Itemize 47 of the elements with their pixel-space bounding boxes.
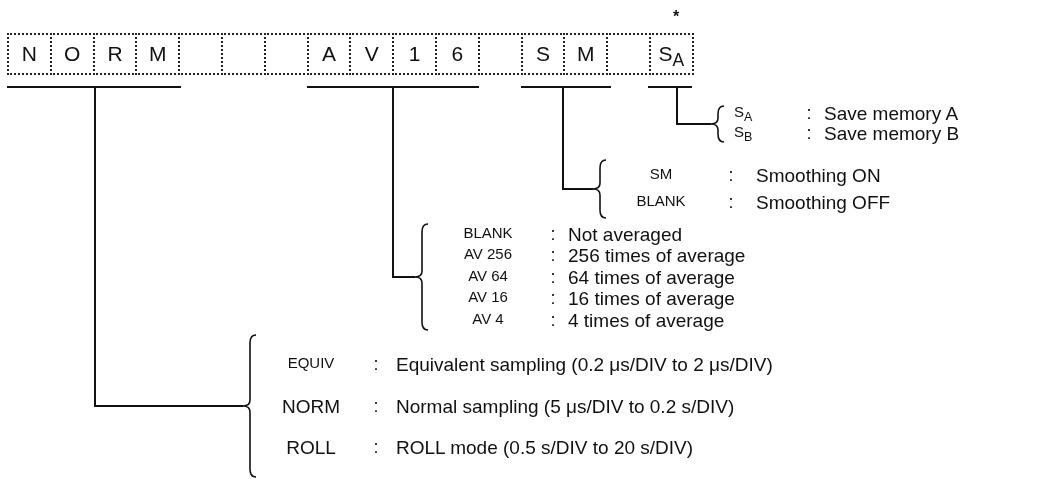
option-description: 4 times of average [568,310,726,330]
option-code: AV 256 [462,246,514,264]
option-code: NORM [280,396,342,416]
colon: : [727,193,735,212]
option-description: 16 times of average [568,289,736,308]
option-description: Normal sampling (5 μs/DIV to 0.2 s/DIV) [396,396,736,416]
display-character: S$_{A}$ [649,33,694,75]
option-code: BLANK [635,193,687,211]
option-description: ROLL mode (0.5 s/DIV to 20 s/DIV) [396,437,695,457]
option-description: Smoothing ON [756,166,882,185]
field-underline [648,86,692,88]
colon: : [372,355,380,375]
leader-line [94,87,244,407]
field-underline [521,86,611,88]
colon: : [549,267,557,287]
leader-line [562,87,594,190]
option-code: S$_{B}$ [734,124,754,144]
option-description: 64 times of average [568,267,736,287]
option-code: S$_{A}$ [734,104,754,124]
option-code: SM [648,166,674,184]
colon: : [549,310,557,330]
option-description: Not averaged [568,224,684,244]
option-description: Smoothing OFF [756,193,892,212]
colon: : [805,104,813,124]
leader-line [676,87,712,125]
colon: : [549,224,557,244]
option-code: AV 4 [471,310,505,329]
colon: : [805,124,813,144]
option-description: Save memory B [824,124,961,144]
option-description: 256 times of average [568,246,746,265]
colon: : [372,396,380,416]
field-underline [7,86,181,88]
option-code: AV 64 [467,267,509,286]
option-description: Save memory A [824,104,960,124]
option-code: AV 16 [467,289,509,307]
option-code: EQUIV [286,355,336,374]
option-description: Equivalent sampling (0.2 μs/DIV to 2 μs/DIV) [396,355,774,375]
leader-line [392,87,416,278]
option-list [414,222,744,332]
field-underline [307,86,479,88]
option-code: BLANK [462,224,514,243]
option-code: ROLL [285,437,337,457]
colon: : [549,246,557,265]
colon: : [727,166,735,185]
asterisk-mark: * [673,8,680,26]
colon: : [549,289,557,308]
colon: : [372,437,380,457]
